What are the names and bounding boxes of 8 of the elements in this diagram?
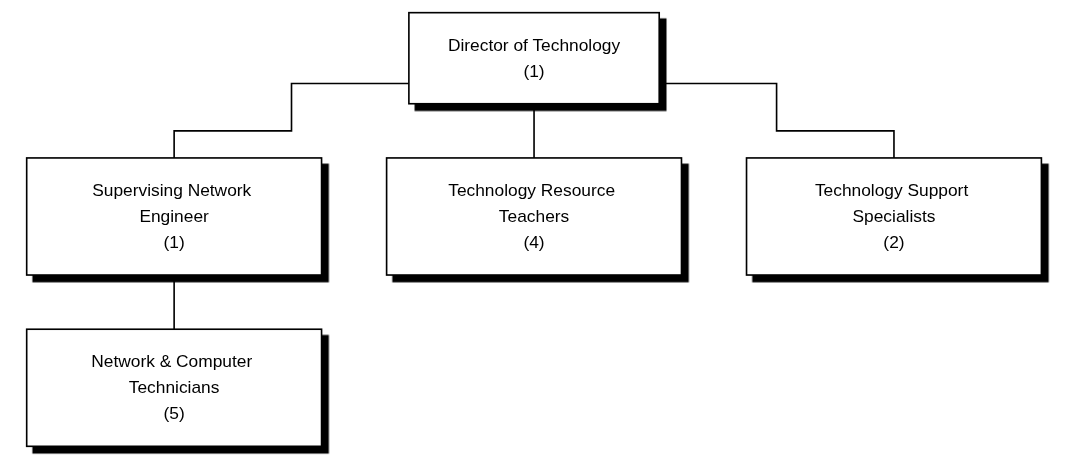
connector [173, 274, 175, 331]
node-box [408, 11, 660, 105]
node-box [385, 157, 683, 276]
node-box [25, 328, 323, 448]
node-box [25, 157, 323, 276]
connector [533, 102, 535, 159]
node-box [745, 157, 1043, 276]
org-chart: Director of Technology (1) Supervising Network Engineer (1) Technology Resource Teachers (4) Technology Support Specialists (2) Network & Computer Technicians (5) [17, 4, 1051, 455]
